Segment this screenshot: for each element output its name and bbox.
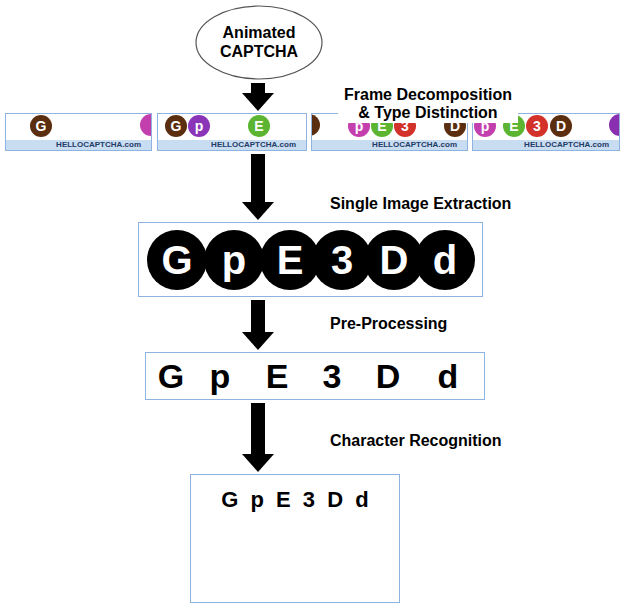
letter: 3 — [323, 359, 342, 393]
partial-circle — [140, 114, 152, 136]
letter-circle: E — [248, 115, 270, 137]
arrow-head — [242, 454, 274, 472]
step-label: Frame Decomposition & Type Distinction — [338, 86, 518, 123]
arrow-shaft — [251, 300, 265, 333]
ellipse-shape — [196, 6, 322, 79]
block-arrow — [242, 300, 274, 350]
step-label: Pre-Processing — [330, 315, 447, 333]
watermark: HELLOCAPTCHA.com — [56, 139, 141, 150]
watermark: HELLOCAPTCHA.com — [211, 139, 296, 150]
letter: D — [376, 359, 401, 393]
block-arrow — [242, 83, 274, 111]
arrow-shaft — [251, 83, 265, 94]
block-arrow — [242, 403, 274, 472]
letter-circle: G — [30, 115, 52, 137]
block-arrow — [242, 154, 274, 220]
letter-circle: G — [165, 115, 187, 137]
letter: E — [266, 359, 289, 393]
letter: G — [36, 119, 47, 133]
letter-circle: 3 — [526, 115, 548, 137]
step-label: Character Recognition — [330, 432, 502, 450]
step-label: Single Image Extraction — [330, 195, 511, 213]
letter: d — [415, 230, 475, 290]
watermark: HELLOCAPTCHA.com — [524, 139, 609, 150]
arrow-head — [242, 93, 274, 111]
letter: d — [438, 359, 459, 393]
result-text: G p E 3 D d — [191, 475, 399, 513]
partial-circle — [609, 114, 620, 136]
letter: G — [147, 230, 207, 290]
letter: 3 — [312, 230, 372, 290]
letter: 3 — [533, 119, 541, 133]
arrow-head — [242, 332, 274, 350]
arrow-shaft — [251, 403, 265, 455]
letter: p — [204, 230, 264, 290]
letter: G — [158, 359, 184, 393]
partial-circle — [311, 114, 320, 136]
letter: D — [556, 119, 566, 133]
letter-circle: D — [550, 115, 572, 137]
watermark: HELLOCAPTCHA.com — [372, 139, 457, 150]
process-ellipse: Animated CAPTCHA — [195, 5, 323, 80]
letter: E — [254, 119, 263, 133]
letter: E — [260, 230, 320, 290]
letter: G — [171, 119, 182, 133]
letter-circle: p — [188, 115, 210, 137]
arrow-head — [242, 202, 274, 220]
arrow-shaft — [251, 154, 265, 203]
frame-ground — [5, 113, 620, 151]
node-title: Animated CAPTCHA — [207, 24, 311, 61]
cleaned-image: Gp E3Dd — [145, 352, 485, 400]
frame-image: HELLOCAPTCHA.com G — [5, 113, 152, 151]
frame-image: HELLOCAPTCHA.com Gp E — [157, 113, 307, 151]
extracted-image: GpE3Dd — [138, 222, 483, 297]
letter: p — [210, 359, 231, 393]
letter: p — [195, 119, 204, 133]
result-box: G p E 3 D d — [190, 474, 400, 603]
